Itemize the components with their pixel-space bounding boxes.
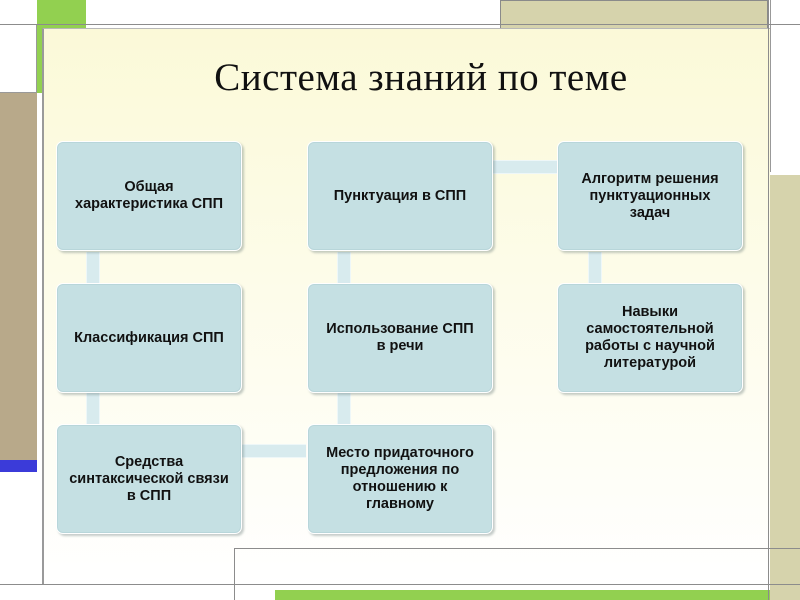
node-usage: Использование СПП в речи xyxy=(307,283,493,393)
deco-bottom-green-strip xyxy=(275,590,770,600)
connector-syntax-means-clause-position xyxy=(242,444,306,458)
node-general: Общая характеристика СПП xyxy=(56,141,242,251)
deco-blue-bar xyxy=(0,460,37,472)
connector-punctuation-algorithm xyxy=(493,160,557,174)
deco-right-white-block xyxy=(770,0,800,172)
deco-right-khaki-bar xyxy=(770,175,800,600)
connector-general-classification xyxy=(86,252,100,283)
connector-usage-clause-position xyxy=(337,393,351,424)
deco-line-top xyxy=(0,24,800,25)
deco-brown-bar xyxy=(0,93,37,460)
deco-white-block-top-left xyxy=(0,24,37,93)
slide-title: Система знаний по теме xyxy=(214,56,628,99)
node-classification: Классификация СПП xyxy=(56,283,242,393)
deco-line-bottom xyxy=(0,584,800,585)
deco-line-inner-vertical xyxy=(234,548,235,600)
node-syntax-means: Средства синтаксической связи в СПП xyxy=(56,424,242,534)
node-algorithm: Алгоритм решения пунктуационных задач xyxy=(557,141,743,251)
node-clause-position: Место придаточного предложения по отноше… xyxy=(307,424,493,534)
connector-classification-syntax-means xyxy=(86,393,100,424)
deco-line-inner-bottom xyxy=(234,548,800,549)
connector-algorithm-skills xyxy=(588,252,602,283)
node-skills: Навыки самостоятельной работы с научной … xyxy=(557,283,743,393)
deco-line-right xyxy=(768,0,769,600)
connector-punctuation-usage xyxy=(337,252,351,283)
node-punctuation: Пунктуация в СПП xyxy=(307,141,493,251)
